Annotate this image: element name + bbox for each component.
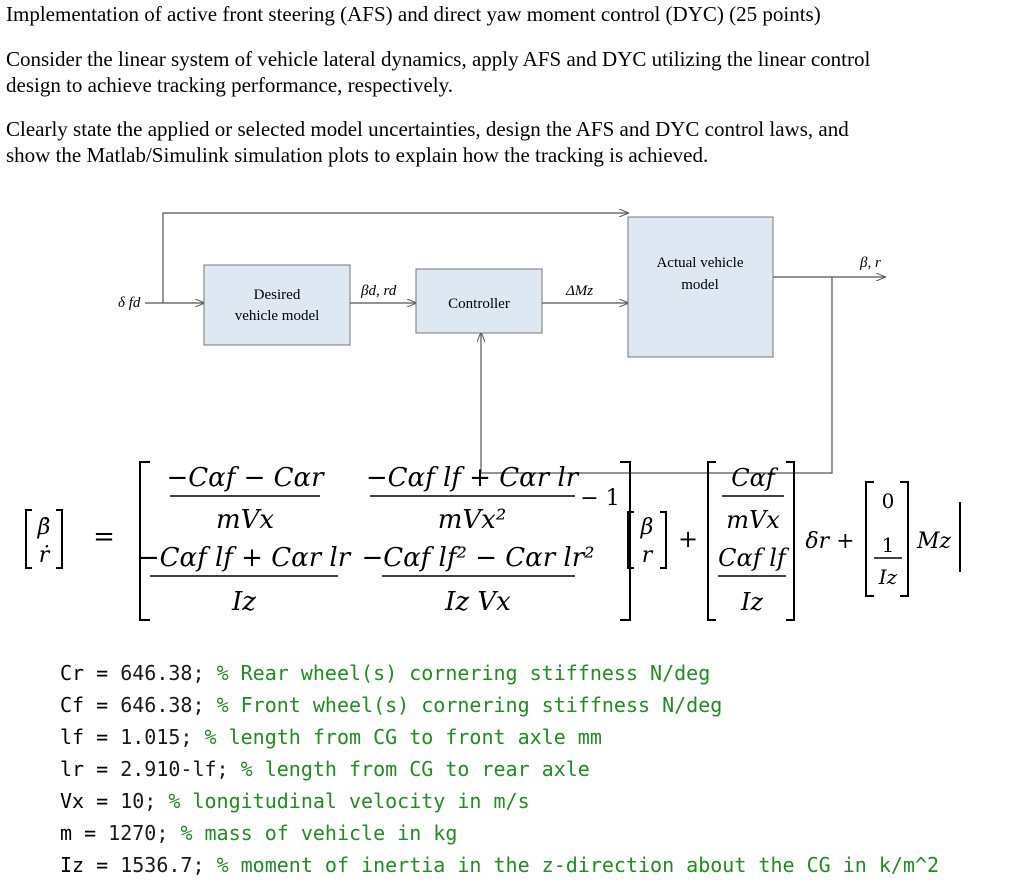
code-line-m: m = 1270; % mass of vehicle in kg <box>60 821 458 845</box>
task-line-1: Clearly state the applied or selected mo… <box>6 117 849 141</box>
actual-model-label-2: model <box>681 277 719 293</box>
b2-numerator: 1 <box>882 533 895 557</box>
feedback-line <box>481 277 833 474</box>
intro-paragraph: Consider the linear system of vehicle la… <box>6 46 1018 98</box>
code-line-lf: lf = 1.015; % length from CG to front ax… <box>60 725 602 749</box>
controller-block <box>415 268 543 334</box>
intro-line-1: Consider the linear system of vehicle la… <box>6 47 871 71</box>
mz-input: Mz <box>916 529 952 554</box>
code-line-iz: Iz = 1536.7; % moment of inertia in the … <box>60 853 940 877</box>
b11-denominator: mVx <box>726 506 780 534</box>
code-line-cf: Cf = 646.38; % Front wheel(s) cornering … <box>60 693 723 717</box>
task-line-2: show the Matlab/Simulink simulation plot… <box>6 143 709 167</box>
code-line-cr: Cr = 646.38; % Rear wheel(s) cornering s… <box>60 661 711 685</box>
matlab-parameters: Cr = 646.38; % Rear wheel(s) cornering s… <box>60 657 939 881</box>
actual-model-block <box>627 216 774 358</box>
a12-denominator: mVx² <box>438 505 507 535</box>
plus-sign: + <box>678 525 698 553</box>
input-label: δ fd <box>118 295 141 311</box>
control-block-diagram: Desired vehicle model Controller Actual … <box>118 195 1024 474</box>
lhs-beta-dot: β̇ <box>37 515 51 540</box>
a12-numerator: −Cαf lf + Cαr lr <box>366 463 580 493</box>
delta-r-input: δr + <box>805 529 854 554</box>
b11-numerator: Cαf <box>731 464 779 492</box>
intro-line-2: design to achieve tracking performance, … <box>6 73 454 97</box>
b21-numerator: Cαf lf <box>718 544 790 572</box>
lhs-r-dot: ṙ <box>39 543 51 568</box>
actual-model-label-1: Actual vehicle <box>656 255 743 271</box>
a11-denominator: mVx <box>216 505 274 535</box>
actual-output-label: β, r <box>859 255 881 271</box>
desired-model-label-1: Desired <box>254 287 301 303</box>
b2-denominator: Iz <box>878 565 898 589</box>
a22-denominator: Iz Vx <box>444 587 511 617</box>
a12-minus-one: − 1 <box>580 486 619 511</box>
control-output-label: ΔMz <box>565 283 593 299</box>
state-beta: β <box>640 515 654 540</box>
assignment-title: Implementation of active front steering … <box>6 2 821 26</box>
controller-label: Controller <box>448 296 510 312</box>
state-space-equation: β̇ ṙ = −Cαf − Cαr mVx −Cαf lf + Cαr lr m… <box>25 461 961 621</box>
equals-sign: = <box>93 522 115 552</box>
feedforward-line <box>162 213 628 303</box>
desired-model-block <box>203 264 351 346</box>
a11-numerator: −Cαf − Cαr <box>166 463 325 493</box>
desired-output-label: βd, rd <box>360 283 397 299</box>
a21-numerator: −Cαf lf + Cαr lr <box>138 543 352 573</box>
code-line-lr: lr = 2.910-lf; % length from CG to rear … <box>60 757 590 781</box>
code-line-vx: Vx = 10; % longitudinal velocity in m/s <box>60 789 530 813</box>
state-r: r <box>642 543 654 568</box>
a21-denominator: Iz <box>231 587 256 617</box>
a22-numerator: −Cαf lf² − Cαr lr² <box>361 543 594 573</box>
b21-denominator: Iz <box>740 588 763 616</box>
b2-top: 0 <box>882 489 895 513</box>
task-paragraph: Clearly state the applied or selected mo… <box>6 116 1018 168</box>
desired-model-label-2: vehicle model <box>235 308 320 324</box>
